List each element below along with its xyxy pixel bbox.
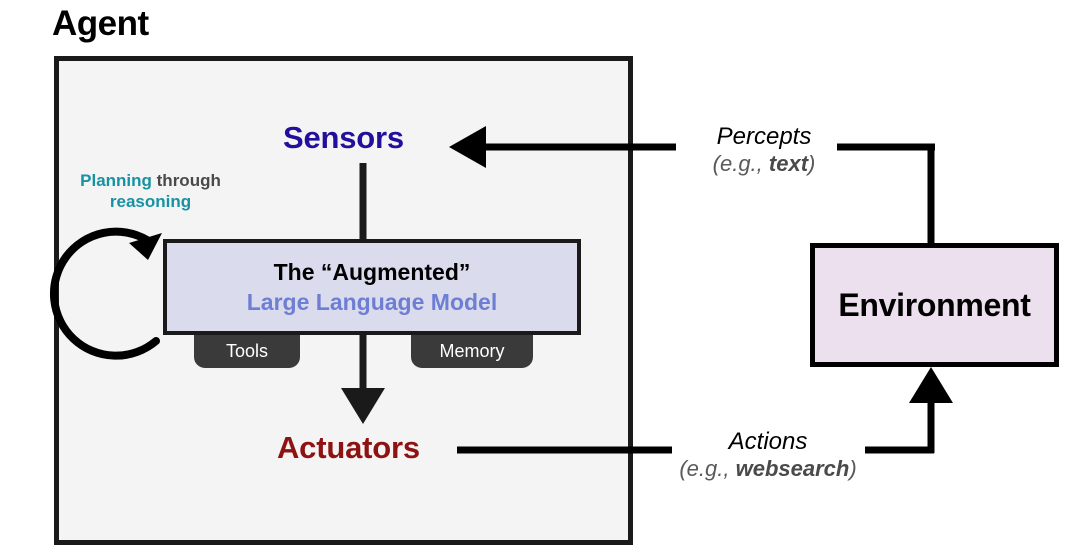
planning-line2: reasoning [109,192,192,211]
llm-title-line2: Large Language Model [246,289,498,315]
actions-example-value: websearch [735,456,850,481]
percepts-example-prefix: (e.g., [712,151,769,176]
actions-caption: Actions (e.g., websearch) [668,428,868,482]
environment-label: Environment [838,286,1031,323]
actions-example-prefix: (e.g., [679,456,736,481]
percepts-example-value: text [768,151,809,176]
planning-word-accent: Planning [80,171,152,190]
actions-example: (e.g., websearch) [668,455,868,482]
sensors-label: Sensors [283,120,404,155]
environment-box: Environment [810,243,1059,367]
agent-title: Agent [52,4,149,43]
augmented-llm-box: The “Augmented” Large Language Model [163,239,581,335]
percepts-example-suffix: ) [808,151,816,176]
percepts-example: (e.g., text) [684,150,844,177]
actions-arrowhead [909,367,953,403]
actions-example-suffix: ) [849,456,857,481]
percepts-label: Percepts [716,123,812,150]
actuators-label: Actuators [277,430,420,465]
tools-tab: Tools [194,335,300,368]
planning-word-plain: through [151,171,221,190]
percepts-caption: Percepts (e.g., text) [684,123,844,177]
actions-label: Actions [728,428,808,455]
llm-title-line1: The “Augmented” [273,259,471,285]
memory-tab: Memory [411,335,533,368]
planning-caption: Planning through reasoning [58,170,243,212]
